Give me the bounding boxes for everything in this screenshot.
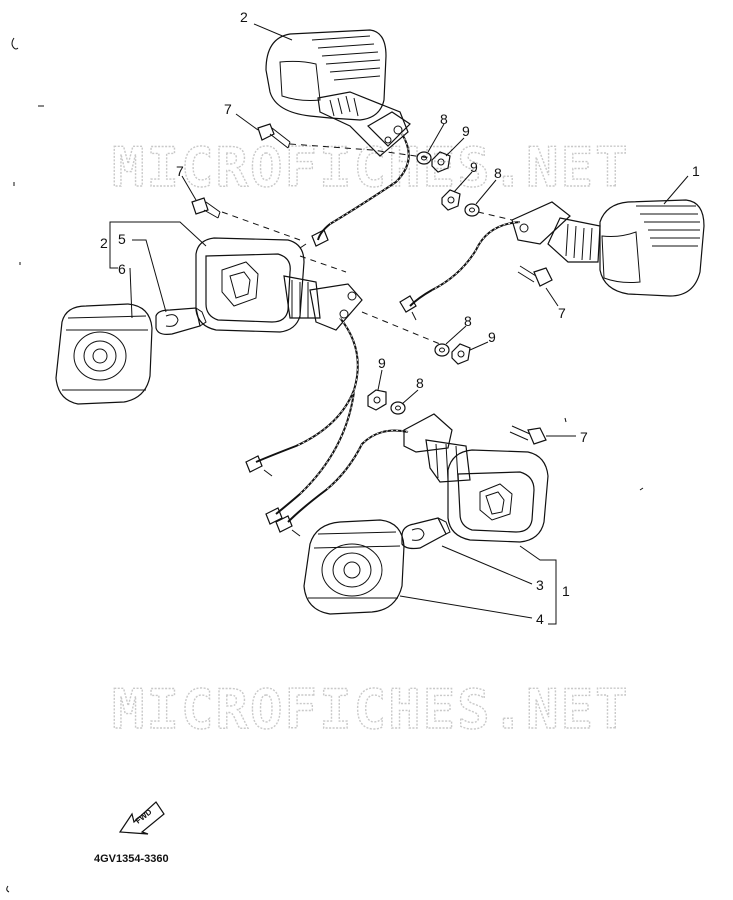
bulb-left: [155, 307, 207, 335]
callout-1-bottom: 1: [562, 583, 570, 599]
callout-9-bottom: 9: [378, 355, 386, 371]
scan-marks: [6, 37, 644, 893]
callout-3: 3: [536, 577, 544, 593]
callout-8-middle: 8: [464, 313, 472, 329]
callout-7-right: 7: [558, 305, 566, 321]
callout-8-top-a: 8: [440, 111, 448, 127]
callout-7-bottom: 7: [580, 429, 588, 445]
callout-7-top: 7: [224, 101, 232, 117]
flasher-assembly-top: [265, 29, 411, 157]
bolt-bottom: [509, 425, 547, 445]
bulb-bottom: [401, 517, 451, 550]
callout-8-bottom: 8: [416, 375, 424, 391]
callout-1-right: 1: [692, 163, 700, 179]
washer-nut-group-middle: [434, 343, 471, 365]
callout-9-middle: 9: [488, 329, 496, 345]
callout-5: 5: [118, 231, 126, 247]
callout-2-left: 2: [100, 235, 108, 251]
part-code: 4GV1354-3360: [94, 853, 169, 865]
callout-8-top-b: 8: [494, 165, 502, 181]
flasher-assembly-left: [195, 237, 363, 333]
watermark-bottom: MICROFICHES.NET: [112, 678, 630, 741]
callout-9-top-b: 9: [470, 159, 478, 175]
lens-bottom: [303, 519, 405, 615]
leader-lines: [109, 23, 689, 625]
callout-7-left: 7: [176, 163, 184, 179]
flasher-assembly-bottom: [403, 413, 549, 543]
callout-2-top: 2: [240, 9, 248, 25]
washer-nut-group-top: [416, 151, 480, 217]
washer-nut-group-bottom: [367, 389, 406, 415]
bolt-left: [191, 197, 221, 219]
lens-left: [55, 303, 153, 405]
callout-4: 4: [536, 611, 544, 627]
forward-arrow-icon: FWD: [118, 801, 165, 835]
callout-labels: 2 7 7 8 9 9 8 1 2 5 6 7 8 9 9 8 7 3 1 4: [100, 9, 700, 627]
direction-label: FWD: [134, 807, 154, 825]
flasher-assembly-right: [511, 199, 705, 297]
callout-6: 6: [118, 261, 126, 277]
bolt-right: [517, 265, 553, 287]
bolt-top: [257, 123, 291, 149]
callout-9-top-a: 9: [462, 123, 470, 139]
